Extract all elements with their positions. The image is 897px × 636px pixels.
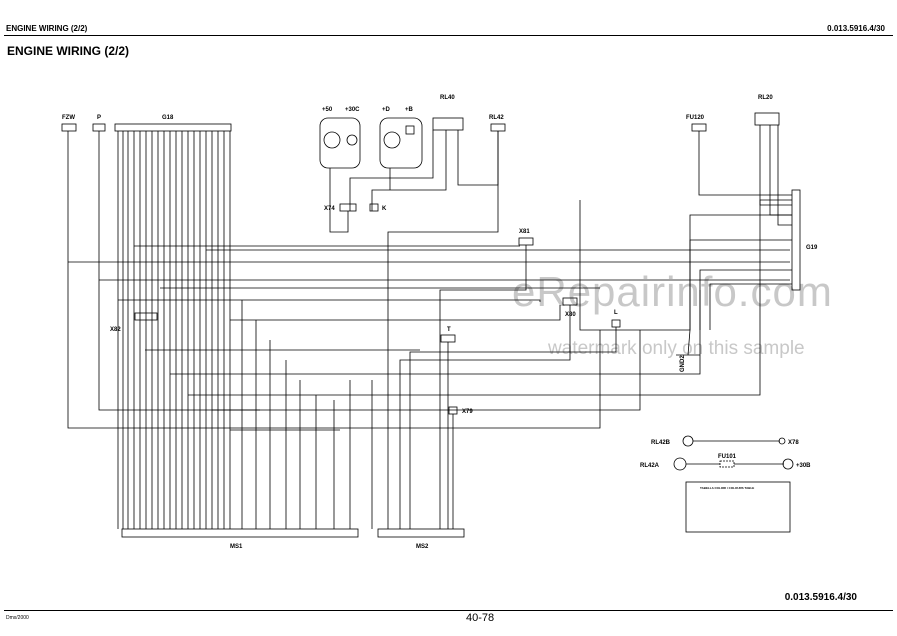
connector-fzw	[61, 123, 77, 132]
label-x79: X79	[462, 409, 473, 415]
connector-g18	[114, 123, 232, 132]
connector-ms2	[377, 528, 465, 538]
page-title: ENGINE WIRING (2/2)	[7, 44, 130, 58]
label-plusd: +D	[382, 107, 391, 113]
doc-reference: 0.013.5916.4/30	[784, 592, 857, 603]
label-ms1: MS1	[230, 544, 243, 550]
label-plus50: +50	[322, 107, 333, 113]
connector-rl42	[490, 123, 506, 132]
label-l: L	[614, 310, 618, 316]
label-fu120: FU120	[686, 115, 705, 121]
label-ms2: MS2	[416, 544, 429, 550]
label-plusb: +B	[405, 107, 414, 113]
connector-x79	[448, 406, 458, 415]
connector-x80	[562, 297, 578, 306]
label-rl20: RL20	[758, 95, 773, 101]
label-x74: X74	[324, 206, 335, 212]
connector-x81	[518, 237, 534, 246]
label-x78: X78	[788, 440, 799, 446]
label-fu101: FU101	[718, 454, 737, 460]
connector-p	[92, 123, 106, 132]
header-right: 0.013.5916.4/30	[827, 24, 885, 33]
footer-rule	[4, 610, 893, 611]
label-plus30b: +30B	[796, 463, 811, 469]
label-plus30c: +30C	[345, 107, 360, 113]
label-p: P	[97, 115, 101, 121]
footer-code: Dmx/2000	[6, 615, 29, 621]
label-rl42: RL42	[489, 115, 504, 121]
connector-l	[611, 319, 621, 328]
connector-t	[440, 334, 456, 343]
alternator-symbol	[379, 117, 423, 169]
header-rule	[4, 35, 893, 36]
label-x81: X81	[519, 229, 530, 235]
label-rl42b: RL42B	[651, 440, 671, 446]
label-x80: X80	[565, 312, 576, 318]
colour-table	[685, 481, 791, 533]
label-g18: G18	[162, 115, 174, 121]
connector-g19	[791, 189, 801, 291]
label-t: T	[447, 327, 451, 333]
starter-symbol	[319, 117, 361, 169]
colour-table-title: TABELLA COLORI / COLOURS TABLE	[700, 486, 754, 490]
connector-fu120	[691, 123, 707, 132]
label-g19: G19	[806, 245, 818, 251]
connector-x74	[339, 203, 357, 212]
label-x82: X82	[110, 327, 121, 333]
header-left: ENGINE WIRING (2/2)	[6, 24, 88, 33]
connector-k	[369, 203, 379, 212]
connector-ms1	[121, 528, 359, 538]
watermark-sub: watermark only on this sample	[548, 338, 805, 359]
label-k: K	[382, 206, 387, 212]
relay-rl20	[754, 112, 780, 126]
label-gnd2: GND2	[680, 355, 686, 372]
relay-rl40	[432, 117, 464, 131]
label-rl42a: RL42A	[640, 463, 660, 469]
label-rl40: RL40	[440, 95, 455, 101]
label-fzw: FZW	[62, 115, 75, 121]
watermark-main: eRepairinfo.com	[512, 268, 833, 315]
page-number: 40-78	[466, 612, 495, 624]
